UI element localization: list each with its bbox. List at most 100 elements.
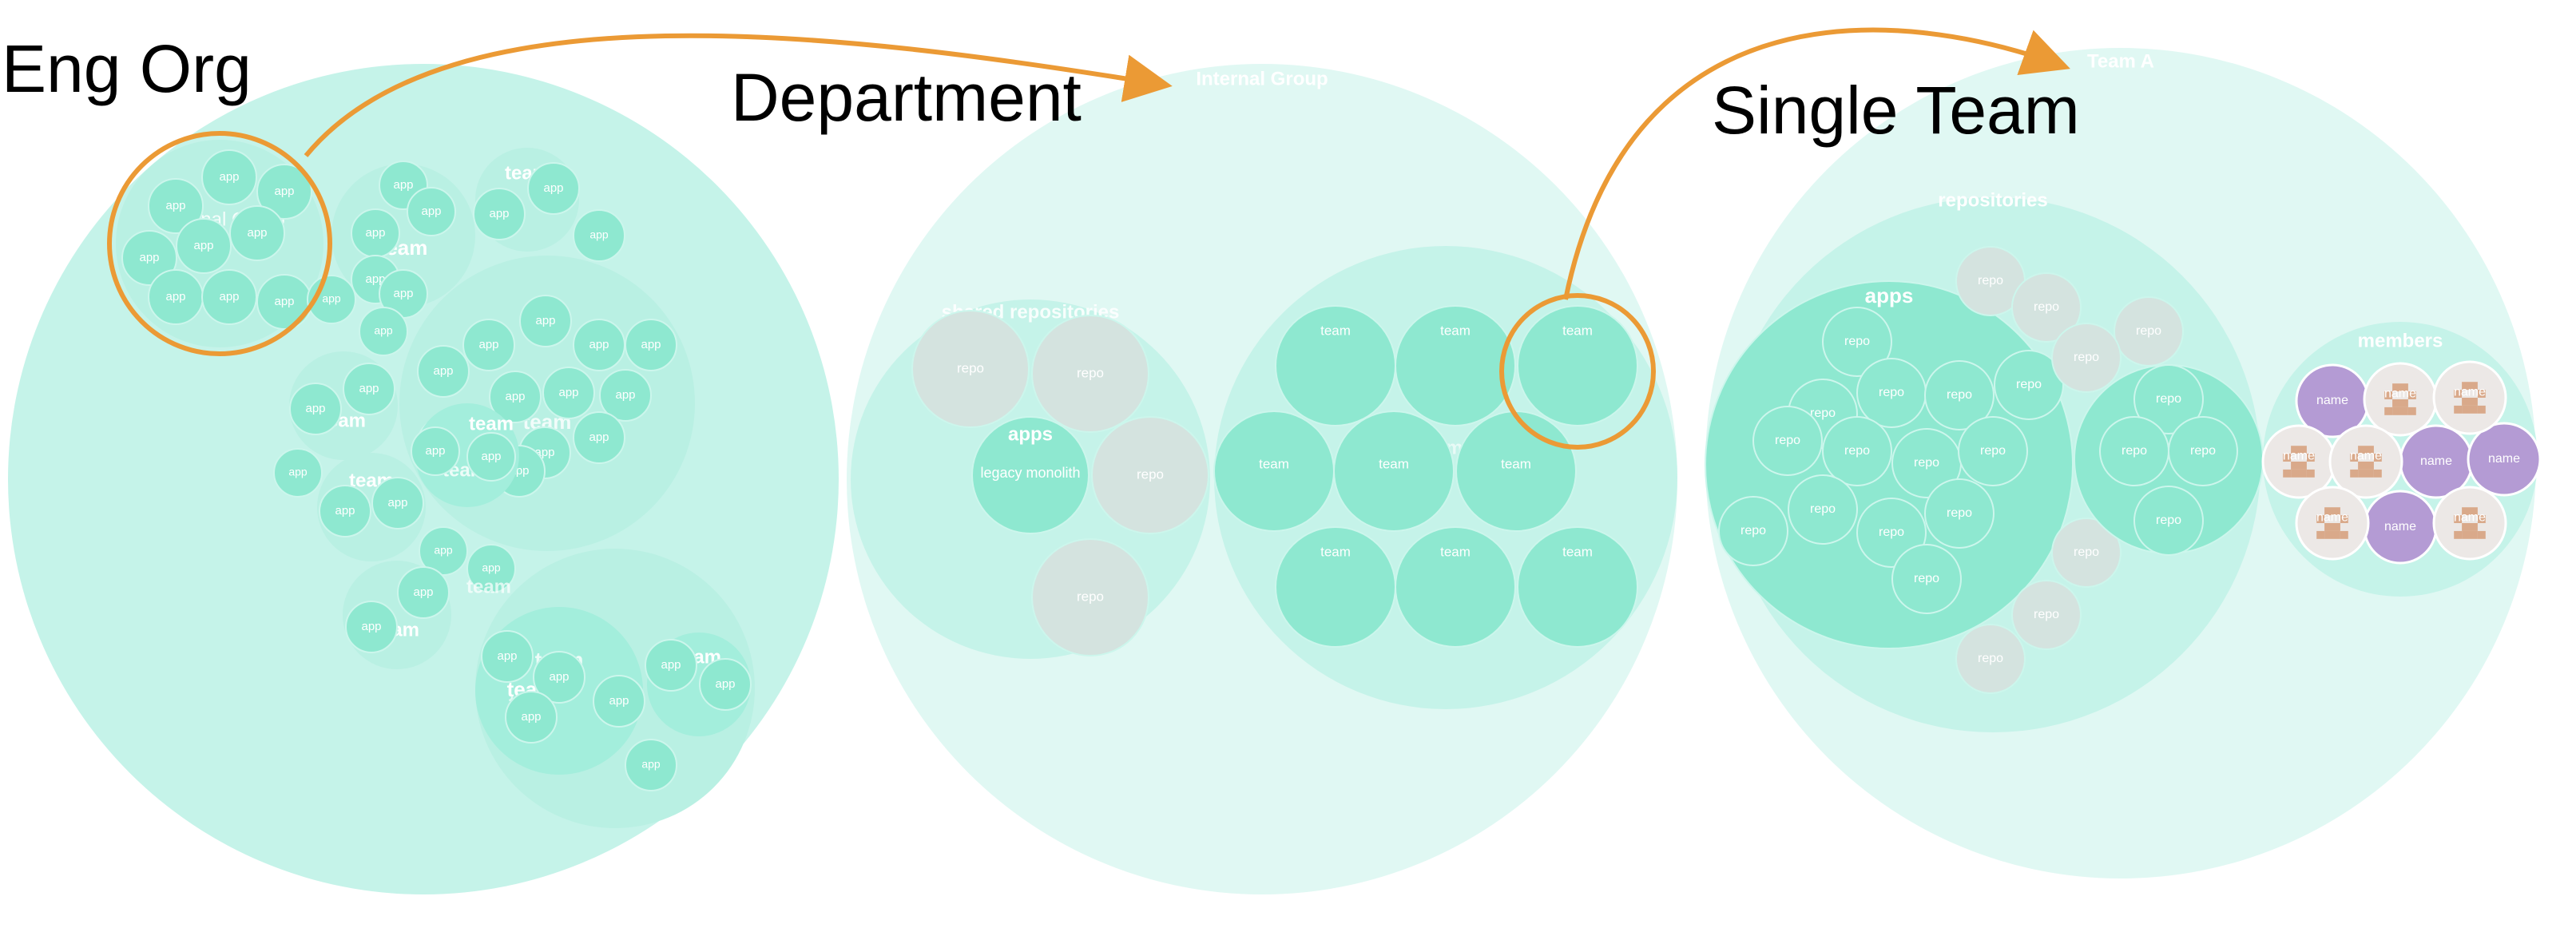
- app-circle-t4-0: [289, 383, 342, 435]
- pixel-avatar-icon: [2350, 446, 2382, 478]
- app-circle-t6-1: [397, 566, 450, 619]
- app-circle-t2-0-label: app: [489, 207, 509, 220]
- repo-circle-app-0-label: repo: [1844, 335, 1870, 348]
- member-avatar-0-label: name: [2384, 387, 2416, 400]
- app-circle-t3-7: [599, 369, 652, 422]
- app-circle-g0-0-label: app: [165, 199, 185, 212]
- repo-circle-app-6-label: repo: [1844, 444, 1870, 458]
- apps-circle: [971, 416, 1090, 534]
- repo-circle-loose-4: [2051, 518, 2122, 588]
- app-circle-t8a-0-label: app: [497, 649, 517, 663]
- team-d0-label: team: [1320, 323, 1351, 338]
- repo-circle-d1: [1031, 315, 1149, 433]
- repo-circle-app-9: [1718, 496, 1788, 566]
- repo-circle-gem-0: [2133, 364, 2204, 434]
- app-circle-t6-0: [345, 601, 398, 653]
- repo-loose-5-label: repo: [2034, 608, 2059, 621]
- member-avatar-5-label: name: [2454, 510, 2486, 524]
- pixel-avatar-icon: [2316, 507, 2348, 539]
- pixel-avatar-icon: [2283, 446, 2315, 478]
- team-3a-label: team: [469, 413, 514, 434]
- app-circle-t8a-3-label: app: [609, 694, 629, 708]
- repo-circle-app-9-label: repo: [1740, 524, 1766, 537]
- repo-circle-gem-2: [2168, 416, 2238, 486]
- app-circle-t4-1-label: app: [359, 382, 379, 395]
- highlight-layer: [107, 27, 2070, 450]
- members-label: members: [2358, 330, 2443, 351]
- repo-circle-app-13-label: repo: [1914, 572, 1939, 585]
- app-circle-loose-2: [359, 307, 408, 356]
- repo-circle-app-12: [1924, 478, 1995, 549]
- repo-d3-label: repo: [1077, 589, 1104, 604]
- member-3-label: name: [2384, 520, 2416, 533]
- app-circle-g0-2-label: app: [274, 184, 294, 198]
- repo-circle-app-4: [1994, 350, 2064, 420]
- app-circle-t8a-0: [481, 630, 534, 683]
- app-circle-loose-5: [466, 544, 516, 593]
- zoom-ring-icon: [107, 131, 332, 356]
- repo-circle-app-3: [1924, 360, 1995, 430]
- app-circle-t1-4-label: app: [393, 287, 413, 300]
- app-circle-t3-10: [573, 411, 625, 464]
- repo-circle-app-6: [1822, 416, 1892, 486]
- app-circle-t2-1: [527, 162, 580, 215]
- app-circle-t1-2: [407, 187, 456, 236]
- app-circle-t3-0-label: app: [535, 314, 555, 327]
- app-circle-t3a-1: [466, 432, 516, 482]
- app-circle-g0-6-label: app: [165, 290, 185, 303]
- app-circle-g0-3: [121, 230, 177, 286]
- app-circle-t3-10-label: app: [589, 430, 609, 444]
- app-circle-t8a-2-label: app: [521, 710, 541, 724]
- app-circle-g0-1-label: app: [219, 170, 239, 184]
- team-d7-label: team: [1440, 544, 1471, 559]
- member-avatar-1-label: name: [2454, 385, 2486, 399]
- repo-circle-gem-0-label: repo: [2156, 392, 2181, 406]
- app-circle-loose-5-label: app: [482, 561, 501, 574]
- repo-circle-gem-1-label: repo: [2122, 444, 2147, 458]
- team-circle-d4: [1333, 410, 1455, 532]
- team-d3-label: team: [1259, 456, 1289, 471]
- repo-circle-app-13: [1891, 544, 1962, 614]
- repo-circle-gem-3: [2133, 486, 2204, 556]
- repo-circle-loose-2: [2114, 296, 2184, 367]
- member-0-label: name: [2316, 394, 2348, 407]
- app-circle-t8b-1: [699, 658, 752, 711]
- app-circle-t4-0-label: app: [305, 402, 325, 415]
- repo-circle-app-11-label: repo: [1879, 525, 1904, 539]
- team-d2-label: team: [1562, 323, 1593, 338]
- repo-circle-app-4-label: repo: [2016, 378, 2042, 391]
- app-circle-t3-3-label: app: [478, 338, 498, 351]
- app-circle-loose-6: [625, 739, 677, 791]
- team-circle-d8: [1517, 526, 1638, 648]
- app-circle-t1-0-label: app: [393, 178, 413, 192]
- app-circle-loose-6-label: app: [641, 758, 661, 771]
- repo-circle-app-1-label: repo: [1810, 406, 1836, 420]
- repo-circle-app-8: [1958, 416, 2028, 486]
- repo-circle-loose-1: [2011, 272, 2082, 343]
- app-circle-t3-4: [417, 345, 470, 398]
- apps-label: apps: [1008, 423, 1053, 445]
- app-circle-t3-1-label: app: [589, 338, 609, 351]
- app-circle-t8a-3: [593, 675, 645, 728]
- app-circle-t3-4-label: app: [433, 364, 453, 378]
- team-a-title-label: Team A: [2087, 50, 2154, 72]
- app-circle-t3a-1-label: app: [481, 450, 501, 463]
- member-1-label: name: [2420, 454, 2452, 468]
- app-circle-loose-0: [573, 209, 625, 262]
- app-circle-loose-2-label: app: [374, 324, 393, 337]
- repo-loose-2-label: repo: [2136, 324, 2161, 338]
- app-circle-t8a-1: [533, 651, 585, 704]
- app-circle-loose-3: [273, 448, 323, 498]
- app-circle-t6-0-label: app: [361, 620, 381, 633]
- app-circle-g0-4: [176, 218, 232, 274]
- member-avatar-2-label: name: [2283, 449, 2315, 462]
- repo-d1-label: repo: [1077, 365, 1104, 380]
- app-circle-t3-3: [462, 319, 515, 371]
- legacy-monolith-label: legacy monolith: [980, 465, 1080, 481]
- app-circle-g0-5: [229, 205, 285, 261]
- team-circle-d1: [1395, 305, 1516, 426]
- app-circle-t3a-0: [411, 426, 460, 476]
